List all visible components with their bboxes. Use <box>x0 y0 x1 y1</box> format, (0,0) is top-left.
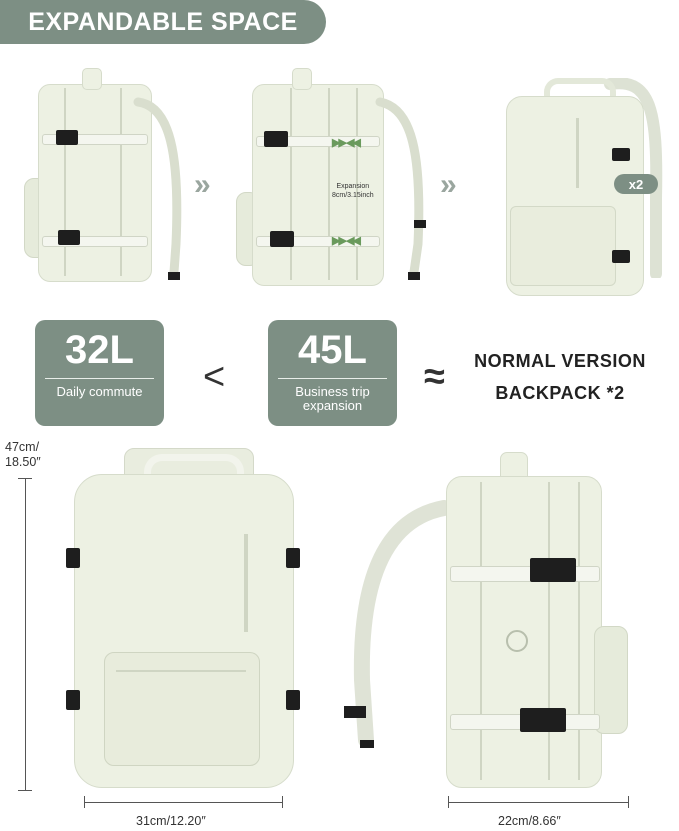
expanded-capacity-value: 45L <box>298 328 367 372</box>
height-dimension-line <box>25 478 26 790</box>
front-zipper <box>244 534 248 632</box>
buckle-icon <box>530 558 576 582</box>
top-handle <box>82 68 102 90</box>
backpack-front-small-image: x2 <box>500 78 670 296</box>
shoulder-strap-icon <box>133 97 182 280</box>
daily-capacity-value: 32L <box>65 328 134 372</box>
buckle-icon <box>66 690 80 710</box>
shoulder-strap-icon <box>375 97 426 280</box>
backpack-body <box>252 84 384 286</box>
backpack-side-large-image <box>340 450 640 790</box>
equivalent-line2: BACKPACK *2 <box>495 383 625 403</box>
arrow-right-icon: » <box>194 168 211 201</box>
buckle-icon <box>56 130 78 145</box>
depth-dimension-line <box>448 802 628 803</box>
height-cm: 47cm/ <box>5 440 40 454</box>
width-label: 31cm/12.20″ <box>136 814 206 828</box>
shoulder-strap-icon <box>344 500 450 748</box>
height-label: 47cm/ 18.50″ <box>5 440 41 470</box>
buckle-icon <box>520 708 566 732</box>
expanded-capacity-card: 45L Business trip expansion <box>268 320 397 426</box>
approx-equal-symbol: ≈ <box>424 356 445 398</box>
buckle-icon <box>270 231 294 247</box>
expand-arrows-icon: ▶▶ ◀◀ <box>332 137 361 149</box>
top-handle <box>144 454 244 489</box>
expansion-size-label: 8cm/3.15inch <box>332 192 374 199</box>
depth-label: 22cm/8.66″ <box>498 814 561 828</box>
width-dimension-line <box>84 802 282 803</box>
usb-port-icon <box>506 630 528 652</box>
equivalent-label: NORMAL VERSION BACKPACK *2 <box>462 345 658 409</box>
multiplier-badge: x2 <box>614 174 658 194</box>
buckle-icon <box>286 690 300 710</box>
buckle-icon <box>264 131 288 147</box>
backpack-body <box>38 84 152 282</box>
page-title: EXPANDABLE SPACE <box>0 0 326 44</box>
front-pocket <box>510 206 616 286</box>
backpack-side-expanded-image: ▶▶ ◀◀ ▶▶ ◀◀ Expansion 8cm/3.15inch <box>232 66 442 290</box>
height-inch: 18.50″ <box>5 455 41 469</box>
buckle-icon <box>66 548 80 568</box>
backpack-front-large-image <box>64 448 304 788</box>
expanded-capacity-caption: Business trip expansion <box>295 384 370 413</box>
less-than-symbol: < <box>203 356 226 398</box>
buckle-icon <box>286 548 300 568</box>
equivalent-line1: NORMAL VERSION <box>474 351 646 371</box>
daily-capacity-card: 32L Daily commute <box>35 320 164 426</box>
arrow-right-icon: » <box>440 168 457 201</box>
backpack-side-collapsed-image <box>20 66 190 290</box>
buckle-icon <box>58 230 80 245</box>
expansion-label: Expansion <box>336 183 370 190</box>
daily-capacity-caption: Daily commute <box>56 384 143 399</box>
expand-arrows-icon: ▶▶ ◀◀ <box>332 235 361 247</box>
